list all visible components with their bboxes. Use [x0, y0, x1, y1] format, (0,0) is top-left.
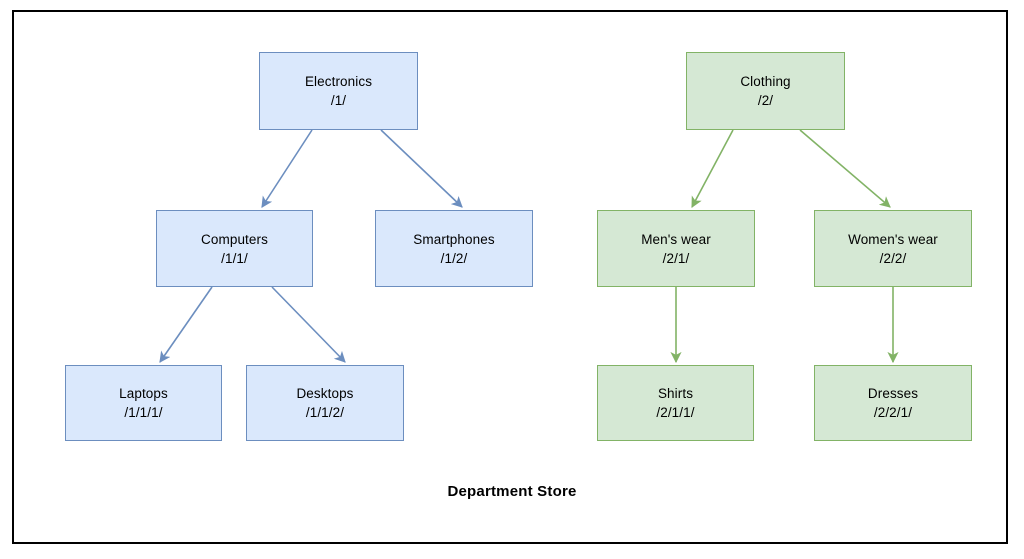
node-path: /1/1/ — [221, 250, 248, 266]
node-label: Dresses — [867, 386, 919, 401]
node-label: Clothing — [740, 74, 791, 89]
node-label: Electronics — [304, 74, 373, 89]
node-path: /2/ — [757, 93, 774, 108]
node-path: /2/2/1/ — [873, 405, 913, 420]
node-label: Men's wear — [641, 231, 711, 247]
node-path: /1/1/2/ — [305, 405, 345, 420]
node-mens-wear[interactable]: Men's wear/2/1/ — [597, 210, 755, 287]
diagram-title: Department Store — [447, 483, 577, 500]
node-desktops[interactable]: Desktops/1/1/2/ — [246, 365, 404, 441]
node-label: Desktops — [296, 386, 354, 401]
node-path: /2/1/ — [662, 250, 690, 266]
node-label: Laptops — [119, 386, 168, 401]
node-shirts[interactable]: Shirts/2/1/1/ — [597, 365, 754, 441]
node-laptops[interactable]: Laptops/1/1/1/ — [65, 365, 222, 441]
node-path: /1/2/ — [440, 250, 468, 266]
node-path: /1/1/1/ — [124, 405, 163, 420]
node-dresses[interactable]: Dresses/2/2/1/ — [814, 365, 972, 441]
node-label: Shirts — [657, 386, 694, 401]
node-label: Smartphones — [413, 231, 495, 247]
node-label: Women's wear — [848, 231, 938, 247]
node-label: Computers — [201, 231, 268, 247]
node-smartphones[interactable]: Smartphones/1/2/ — [375, 210, 533, 287]
node-computers[interactable]: Computers/1/1/ — [156, 210, 313, 287]
node-path: /1/ — [330, 93, 347, 108]
node-womens-wear[interactable]: Women's wear/2/2/ — [814, 210, 972, 287]
node-path: /2/2/ — [879, 250, 907, 266]
node-path: /2/1/1/ — [656, 405, 695, 420]
node-clothing[interactable]: Clothing/2/ — [686, 52, 845, 130]
node-electronics[interactable]: Electronics/1/ — [259, 52, 418, 130]
